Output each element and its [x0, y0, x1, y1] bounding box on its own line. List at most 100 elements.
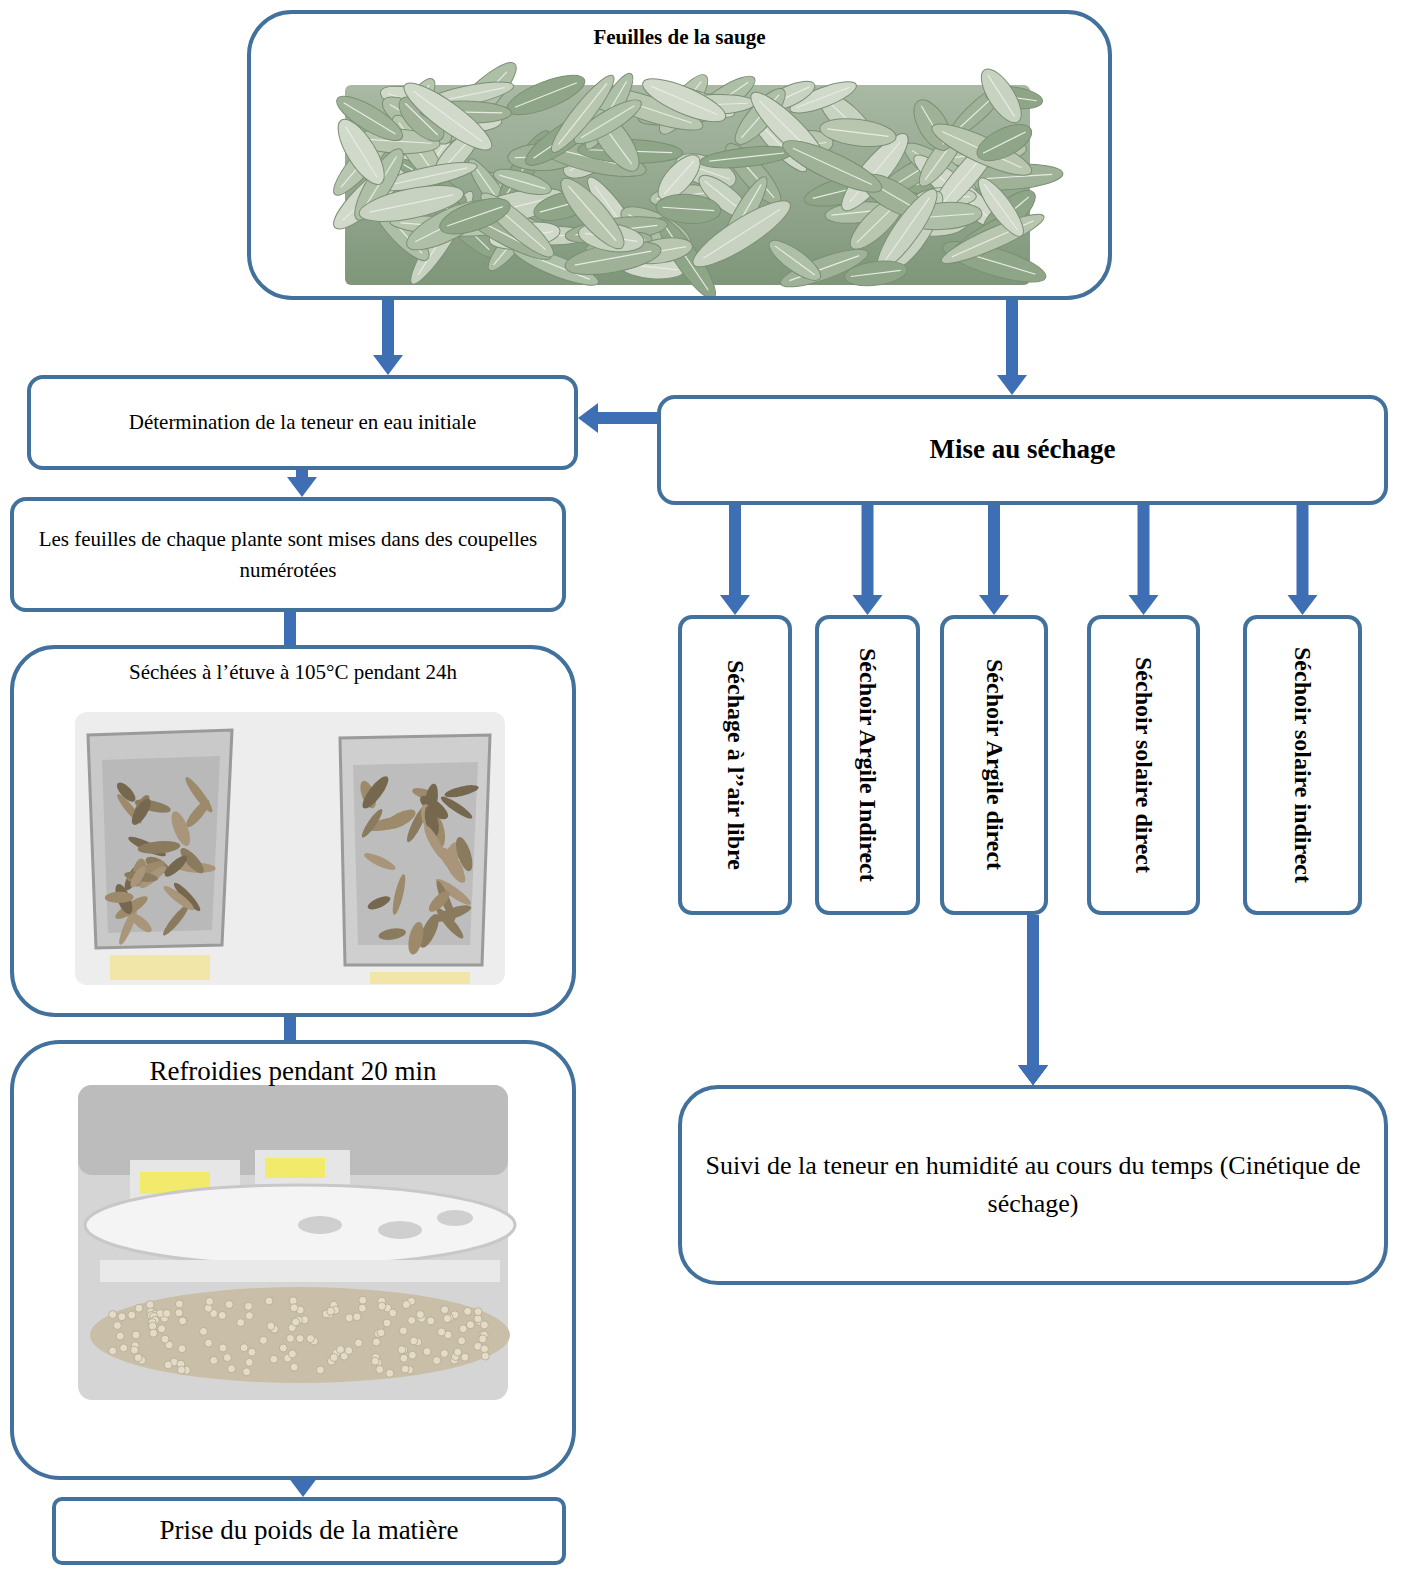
- arrow-head: [287, 477, 317, 497]
- process-box: Prise du poids de la matière: [52, 1497, 566, 1565]
- method-box: Séchoir solaire indirect: [1243, 615, 1362, 915]
- flow-arrow: [853, 505, 883, 615]
- process-box: Mise au séchage: [657, 395, 1388, 505]
- leaf-shape: [699, 143, 794, 172]
- desiccant-bead: [401, 1365, 409, 1373]
- flow-arrow: [1018, 915, 1048, 1085]
- dried-leaf: [366, 893, 392, 912]
- node-label: Mise au séchage: [930, 430, 1116, 469]
- desiccant-bead: [210, 1356, 218, 1364]
- vertical-label: Séchoir solaire indirect: [1290, 647, 1315, 883]
- arrow-shaft: [862, 505, 874, 597]
- leaf-vein: [988, 75, 1015, 117]
- desiccant-bead: [245, 1358, 253, 1366]
- dried-leaf: [453, 835, 476, 873]
- arrow-head: [1018, 1065, 1048, 1085]
- desiccant-bead: [228, 1365, 236, 1373]
- flow-arrow: [1018, 915, 1048, 1085]
- desiccant-bead: [248, 1348, 256, 1356]
- desiccant-bead: [120, 1344, 128, 1352]
- desiccant-bead: [479, 1335, 487, 1343]
- dried-leaf: [114, 780, 139, 805]
- dried-leaf: [137, 839, 181, 855]
- leaf-shape: [937, 207, 1048, 271]
- method-box: Séchage à l’’air libre: [678, 615, 792, 915]
- desiccant-bead: [180, 1317, 188, 1325]
- arrow-head: [1129, 595, 1159, 615]
- desiccant-bead: [237, 1319, 245, 1327]
- result-box: Suivi de la teneur en humidité au cours …: [678, 1085, 1388, 1285]
- desiccant-bead: [376, 1366, 384, 1374]
- flow-arrow: [720, 505, 750, 615]
- desiccant-bead: [466, 1321, 474, 1329]
- arrow-shaft: [1138, 505, 1150, 597]
- dried-leaf: [128, 864, 149, 890]
- vertical-label: Séchoir Argile direct: [981, 659, 1006, 870]
- desiccant-bead: [345, 1314, 353, 1322]
- desiccant-bead: [146, 1301, 154, 1309]
- desiccant-bead: [474, 1308, 482, 1316]
- desiccant-bead: [223, 1354, 231, 1362]
- arrow-shaft: [988, 505, 1000, 597]
- node-label: Suivi de la teneur en humidité au cours …: [694, 1147, 1372, 1222]
- desiccant-bead: [132, 1331, 140, 1339]
- dried-leaf: [182, 775, 215, 815]
- leaf-shape: [974, 63, 1029, 129]
- desiccant-bead: [245, 1302, 253, 1310]
- flow-arrow: [290, 1017, 291, 1040]
- arrow-head: [578, 403, 598, 433]
- flow-arrow: [287, 470, 317, 497]
- dried-leaf: [426, 888, 453, 915]
- process-box: Détermination de la teneur en eau initia…: [27, 375, 578, 470]
- arrow-head: [1018, 1065, 1048, 1085]
- arrow-shaft: [729, 505, 741, 597]
- desiccant-bead: [290, 1304, 298, 1312]
- leaf-shape: [972, 117, 1037, 168]
- desiccant-bead: [243, 1368, 251, 1376]
- leaf-vein: [345, 126, 377, 177]
- node-label: Les feuilles de chaque plante sont mises…: [26, 524, 550, 585]
- leaf-shape: [356, 178, 466, 228]
- desiccant-bead: [177, 1366, 185, 1374]
- desiccant-bead: [433, 1357, 441, 1365]
- desiccant-bead: [218, 1311, 226, 1319]
- desiccant-bead: [240, 1344, 248, 1352]
- arrow-shaft: [1027, 915, 1039, 1067]
- leaf-vein: [575, 251, 652, 265]
- leaf-vein: [558, 83, 606, 144]
- desiccant-bead: [480, 1321, 488, 1329]
- leaf-vein: [983, 132, 1026, 153]
- process-box: Refroidies pendant 20 min: [10, 1040, 576, 1480]
- desiccant-bead: [427, 1317, 435, 1325]
- leaf-shape: [764, 234, 826, 287]
- leaf-shape: [638, 70, 731, 130]
- desiccant-bead: [389, 1309, 397, 1317]
- leaf-vein: [370, 195, 453, 212]
- leaf-vein: [651, 86, 717, 114]
- leaf-shape: [818, 115, 897, 151]
- flow-arrow: [1018, 915, 1048, 1085]
- arrow-shaft: [1006, 300, 1018, 377]
- desiccant-bead: [296, 1335, 304, 1343]
- desiccant-bead: [377, 1329, 385, 1337]
- desiccant-bead: [402, 1301, 410, 1309]
- desiccant-bead: [330, 1354, 338, 1362]
- desiccant-bead: [464, 1307, 472, 1315]
- desiccant-bead: [205, 1339, 213, 1347]
- leaf-shape: [397, 74, 499, 159]
- leaf-vein: [447, 207, 503, 226]
- leaf-shape: [843, 258, 908, 289]
- arrow-head: [853, 595, 883, 615]
- dried-leaf: [406, 921, 426, 956]
- flow-arrow: [288, 1477, 318, 1497]
- desiccant-bead: [353, 1313, 361, 1321]
- arrow-head: [288, 1477, 318, 1497]
- leaf-vein: [499, 175, 545, 189]
- desiccant-bead: [359, 1296, 367, 1304]
- method-box: Séchoir Argile direct: [940, 615, 1048, 915]
- leaf-vein: [885, 198, 930, 262]
- desiccant-bead: [371, 1357, 379, 1365]
- leaf-shape: [491, 164, 554, 200]
- arrow-shaft: [596, 412, 657, 424]
